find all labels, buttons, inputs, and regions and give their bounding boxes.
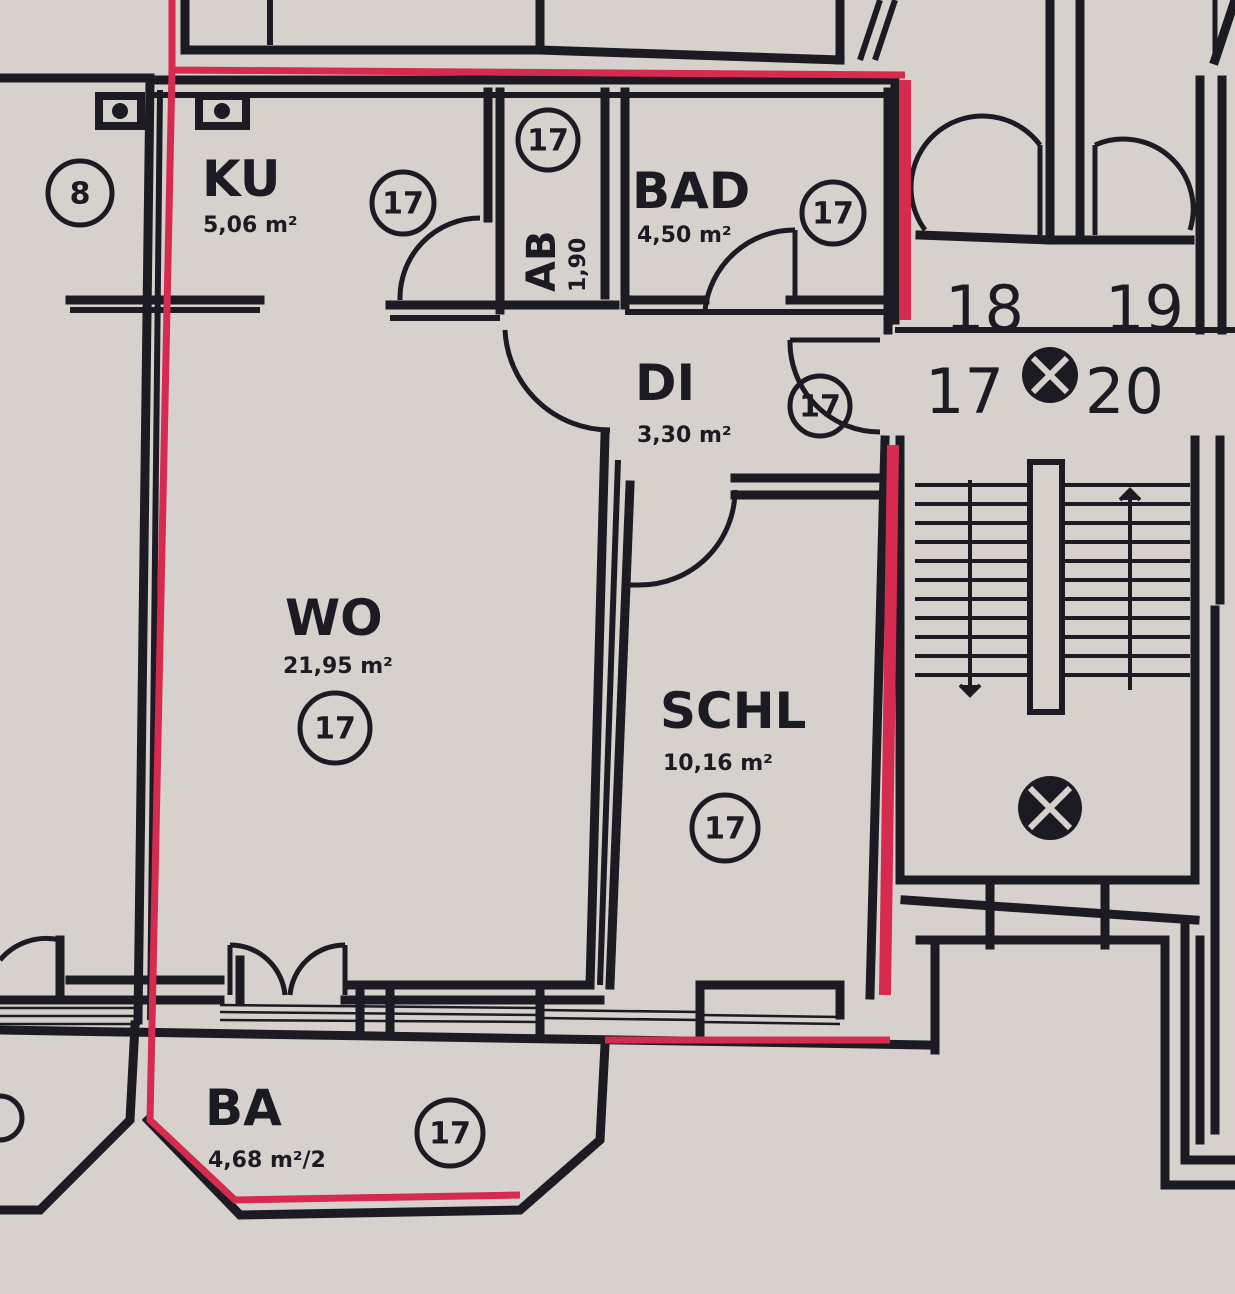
svg-text:18: 18 (945, 272, 1024, 345)
svg-text:20: 20 (1085, 355, 1164, 428)
room-bad: BAD 4,50 m² (632, 162, 750, 248)
room-ba: BA 4,68 m²/2 (205, 1079, 326, 1173)
stairs (915, 459, 1190, 715)
svg-text:17: 17 (925, 355, 1004, 428)
room-ab-area: 1,90 (566, 238, 591, 292)
room-badge-schl: 17 (689, 792, 761, 864)
room-badge-ku: 17 (369, 169, 437, 237)
room-di-name: DI (635, 354, 695, 412)
svg-text:17: 17 (704, 812, 746, 847)
room-ba-name: BA (205, 1079, 282, 1137)
room-wo-area: 21,95 m² (283, 654, 393, 679)
fixtures (95, 92, 250, 130)
room-ab: AB 1,90 (519, 231, 591, 292)
svg-text:17: 17 (812, 197, 854, 232)
room-schl: SCHL 10,16 m² (660, 682, 806, 776)
room-badge-bad: 17 (799, 179, 867, 247)
svg-text:17: 17 (382, 187, 424, 222)
room-ku-area: 5,06 m² (203, 213, 298, 238)
room-ku: KU 5,06 m² (202, 150, 298, 238)
room-badge-neighbor-left: 8 (45, 158, 115, 228)
room-wo-name: WO (285, 589, 383, 647)
svg-text:19: 19 (1105, 272, 1184, 345)
room-badge-wo: 17 (297, 690, 373, 766)
room-badge-di: 17 (787, 373, 853, 439)
room-badge-ab: 17 (515, 107, 581, 173)
room-di-area: 3,30 m² (637, 423, 732, 448)
room-badge-neighbor-bottom-left (0, 1093, 25, 1143)
light-fixture-icon (1018, 776, 1082, 840)
room-di: DI 3,30 m² (635, 354, 732, 448)
unit-outline (146, 0, 911, 1204)
door-swings (0, 0, 1218, 996)
svg-text:8: 8 (70, 177, 91, 212)
room-schl-name: SCHL (660, 682, 806, 740)
room-ba-area: 4,68 m²/2 (208, 1148, 326, 1173)
svg-text:17: 17 (429, 1117, 471, 1152)
room-wo: WO 21,95 m² (283, 589, 393, 679)
light-fixture-icon (1022, 347, 1078, 403)
room-badge-ba: 17 (414, 1097, 486, 1169)
room-schl-area: 10,16 m² (663, 751, 773, 776)
svg-text:17: 17 (314, 712, 356, 747)
room-bad-area: 4,50 m² (637, 223, 732, 248)
svg-text:17: 17 (527, 124, 569, 159)
walls (0, 0, 1235, 1220)
svg-text:17: 17 (799, 390, 841, 425)
room-bad-name: BAD (632, 162, 750, 220)
stair-unit-numbers: 18 19 17 20 (925, 272, 1184, 428)
room-ab-name: AB (519, 231, 565, 292)
room-ku-name: KU (202, 150, 280, 208)
